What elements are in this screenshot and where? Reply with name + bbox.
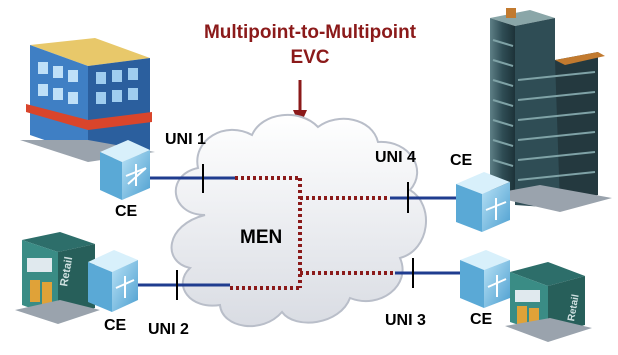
tower-building-icon [485,8,612,212]
diagram-title-line2: EVC [290,47,330,68]
ce-label-3: CE [470,311,493,328]
retail-sign-right: Retail [566,293,582,322]
ce-label-4: CE [450,152,473,169]
ce-label-1: CE [115,203,138,220]
uni-1-label: UNI 1 [165,131,206,148]
office-building-icon [20,38,155,162]
ce-device-1-icon [100,140,150,200]
uni-2-label: UNI 2 [148,321,189,338]
ce-device-2-icon [88,250,138,312]
retail-building-right-icon: Retail [505,262,592,342]
uni-4-label: UNI 4 [375,149,416,166]
ce-label-2: CE [104,317,127,334]
uni-links [130,176,462,287]
retail-sign-left: Retail [58,256,75,288]
evc-paths [230,176,395,290]
retail-building-left-icon: Retail [15,232,100,324]
ce-device-4-icon [456,172,510,232]
ce-device-3-icon [460,250,510,308]
diagram-title-line1: Multipoint-to-Multipoint [203,22,417,43]
uni-3-label: UNI 3 [385,312,426,329]
uni-ticks [176,164,414,300]
men-label: MEN [240,227,283,248]
